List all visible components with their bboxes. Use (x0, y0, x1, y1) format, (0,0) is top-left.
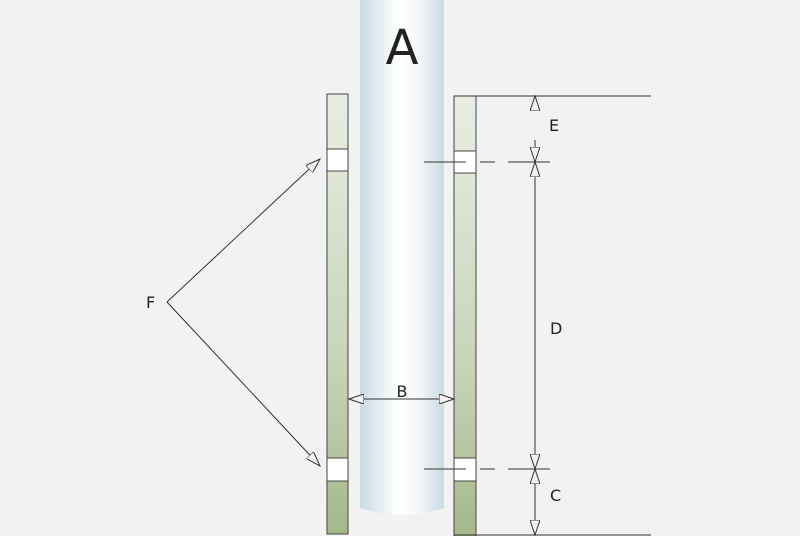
cylinder-a (360, 0, 444, 515)
label-c: C (550, 486, 561, 505)
label-d: D (550, 319, 562, 338)
dimension-lines (166, 96, 651, 535)
label-a: A (386, 20, 419, 76)
label-f: F (146, 293, 155, 312)
left-bar (326, 93, 349, 535)
label-b: B (397, 382, 408, 401)
label-e: E (549, 116, 559, 135)
